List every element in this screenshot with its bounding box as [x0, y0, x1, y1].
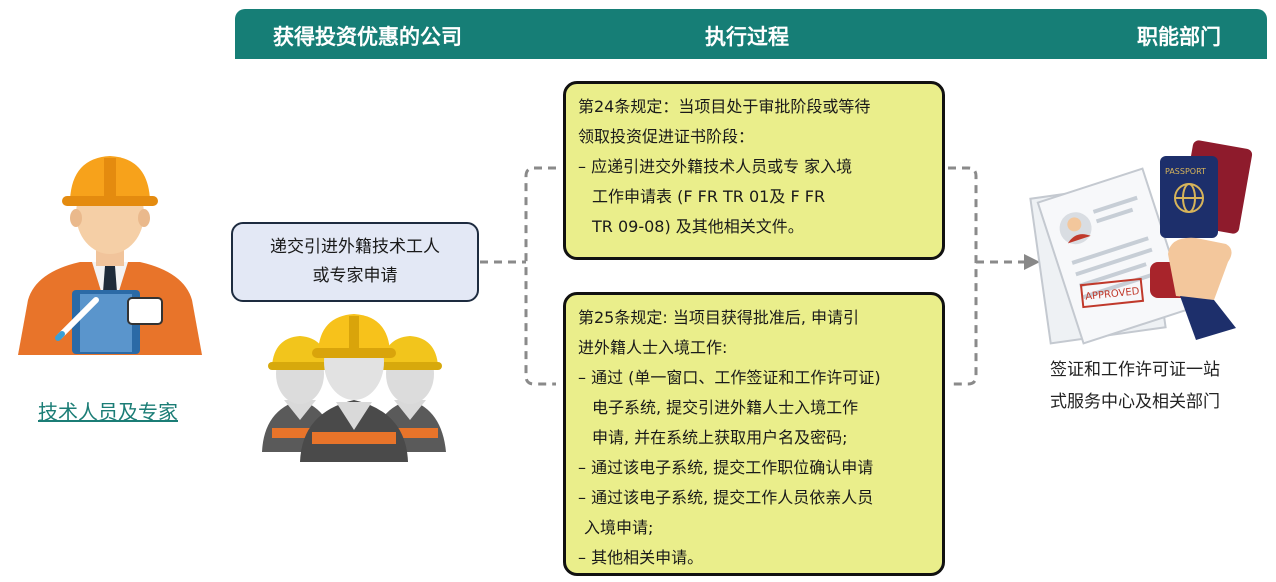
engineer-icon	[18, 156, 202, 355]
article-24-line: 第24条规定：当项目处于审批阶段或等待	[578, 97, 871, 116]
article-24-line: – 应递引进交外籍技术人员或专 家入境	[578, 157, 853, 176]
article-25-box: 第25条规定: 当项目获得批准后, 申请引 进外籍人士入境工作: – 通过 (单…	[563, 292, 945, 576]
article-25-line: – 通过 (单一窗口、工作签证和工作许可证)	[578, 368, 881, 387]
article-24-box: 第24条规定：当项目处于审批阶段或等待 领取投资促进证书阶段： – 应递引进交外…	[563, 81, 945, 260]
article-25-line: 第25条规定: 当项目获得批准后, 申请引	[578, 308, 860, 327]
arrow-head-icon	[1024, 254, 1040, 270]
article-25-line: 入境申请;	[584, 518, 654, 537]
article-24-line: 工作申请表 (F FR TR 01及 F FR	[592, 187, 826, 206]
technical-personnel-link[interactable]: 技术人员及专家	[38, 400, 178, 424]
article-24-line: TR 09-08) 及其他相关文件。	[592, 217, 804, 236]
article-25-line: – 通过该电子系统, 提交工作人员依亲人员	[578, 488, 874, 507]
department-caption-line: 式服务中心及相关部门	[1050, 392, 1220, 412]
department-caption-line: 签证和工作许可证一站	[1050, 360, 1220, 380]
header-band: 获得投资优惠的公司 执行过程 职能部门	[235, 9, 1267, 59]
header-process: 执行过程	[705, 25, 789, 49]
application-request-box: 递交引进外籍技术工人或专家申请	[231, 222, 479, 302]
workers-group-icon	[262, 314, 446, 462]
visa-documents-icon	[1029, 140, 1253, 345]
article-25-line: – 其他相关申请。	[578, 548, 704, 567]
application-request-text: 递交引进外籍技术工人或专家申请	[270, 237, 440, 286]
header-company: 获得投资优惠的公司	[273, 25, 462, 49]
article-25-line: – 通过该电子系统, 提交工作职位确认申请	[578, 458, 874, 477]
article-24-line: 领取投资促进证书阶段：	[578, 127, 755, 146]
header-department: 职能部门	[1137, 25, 1221, 49]
department-caption: 签证和工作许可证一站 式服务中心及相关部门	[1040, 354, 1230, 418]
article-25-line: 申请, 并在系统上获取用户名及密码;	[592, 428, 848, 447]
article-25-line: 进外籍人士入境工作:	[578, 338, 728, 357]
dashed-connectors	[480, 166, 1024, 386]
passport-label: PASSPORT	[1165, 167, 1206, 176]
article-25-line: 电子系统, 提交引进外籍人士入境工作	[592, 398, 859, 417]
